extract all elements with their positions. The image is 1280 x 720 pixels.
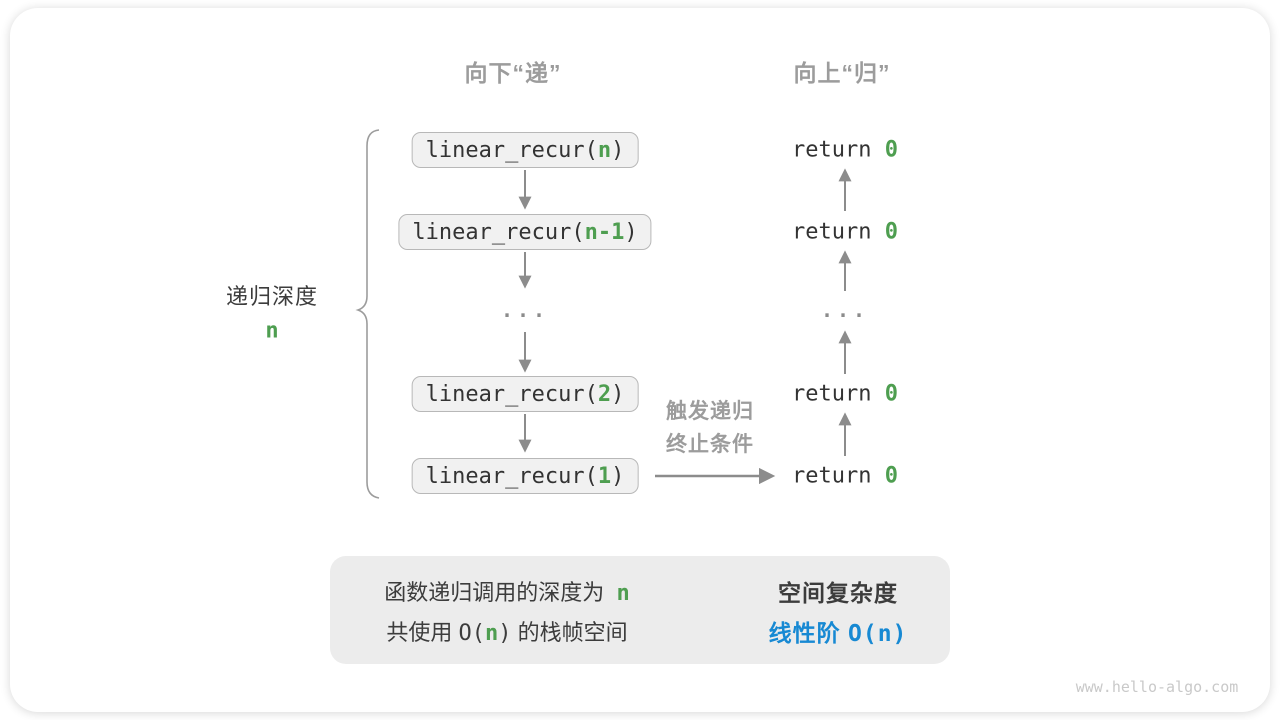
call-code: linear_recur(n) xyxy=(425,137,625,163)
summary-space-line: 共使用 O(n) 的栈帧空间 xyxy=(386,620,628,646)
return-statement: return 0 xyxy=(792,219,898,245)
call-box-1: linear_recur(1) xyxy=(411,458,639,494)
return-statement: return 0 xyxy=(792,463,898,489)
return-statement: return 0 xyxy=(792,381,898,407)
call-box-n-1: linear_recur(n-1) xyxy=(398,214,652,250)
call-box-2: linear_recur(2) xyxy=(411,376,639,412)
summary-box xyxy=(330,556,950,664)
depth-brace xyxy=(355,129,380,499)
column-header-ascend: 向上“归” xyxy=(793,60,891,86)
watermark: www.hello-algo.com xyxy=(1075,678,1239,696)
call-code: linear_recur(2) xyxy=(425,381,625,407)
summary-depth-line: 函数递归调用的深度为 n xyxy=(384,580,630,606)
return-ellipsis: ... xyxy=(820,298,870,322)
base-case-line2: 终止条件 xyxy=(666,433,754,456)
base-case-line1: 触发递归 xyxy=(666,400,754,423)
call-box-n: linear_recur(n) xyxy=(411,132,639,168)
depth-label: 递归深度 xyxy=(225,284,319,309)
depth-value: n xyxy=(265,318,279,344)
call-code: linear_recur(n-1) xyxy=(412,219,638,245)
call-code: linear_recur(1) xyxy=(425,463,625,489)
return-statement: return 0 xyxy=(792,137,898,163)
space-complexity-result: 线性阶 O(n) xyxy=(768,620,908,647)
space-complexity-title: 空间复杂度 xyxy=(778,580,898,606)
column-header-descend: 向下“递” xyxy=(464,60,562,86)
base-case-label: 触发递归 终止条件 xyxy=(666,395,754,461)
call-stack-ellipsis: ... xyxy=(500,298,550,322)
